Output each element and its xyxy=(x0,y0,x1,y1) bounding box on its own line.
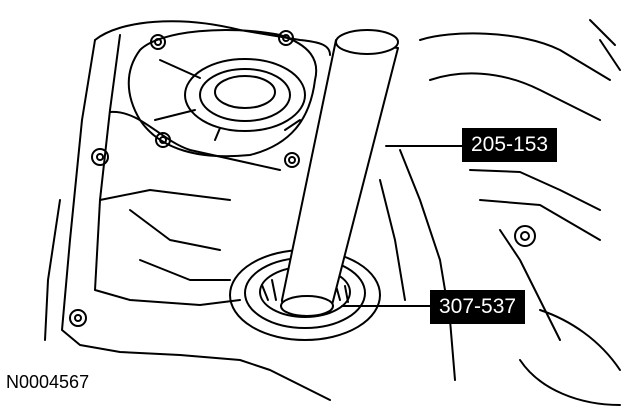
right-side-parts xyxy=(379,19,621,406)
bolt-icon xyxy=(284,152,300,168)
tool-label-307-537: 307-537 xyxy=(430,290,526,324)
driver-handle xyxy=(280,29,399,317)
bolt-icon xyxy=(514,225,536,247)
housing-outline xyxy=(44,20,331,401)
tool-label-205-153: 205-153 xyxy=(462,128,558,162)
bolt-icon xyxy=(91,148,109,166)
bolt-icon xyxy=(69,309,87,327)
figure-id: N0004567 xyxy=(6,372,90,392)
bolt-group xyxy=(69,30,536,327)
bearing-cover xyxy=(127,29,318,158)
bolt-icon xyxy=(155,132,171,148)
bolt-icon xyxy=(278,30,294,46)
bolt-icon xyxy=(150,34,166,50)
